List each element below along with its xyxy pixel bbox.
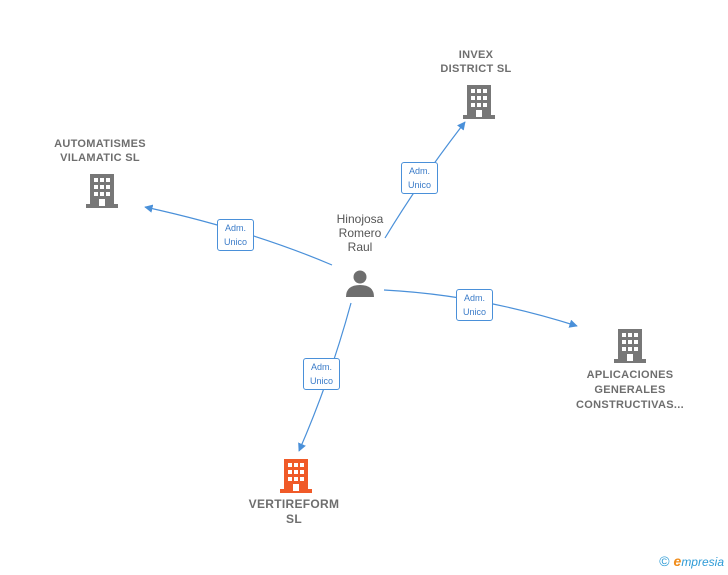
company-label-aplicaciones[interactable]: APLICACIONES GENERALES CONSTRUCTIVAS... — [565, 368, 695, 413]
company-label-vertireform[interactable]: VERTIREFORM SL — [234, 497, 354, 527]
company-name-line: SL — [286, 512, 302, 526]
relation-role-detail: Unico — [408, 180, 432, 190]
brand-footer[interactable]: ©empresia — [659, 553, 724, 569]
person-name-line: Hinojosa — [336, 212, 384, 226]
person-name[interactable]: Hinojosa Romero Raul — [320, 212, 400, 254]
person-icon[interactable] — [346, 270, 374, 298]
relation-role-detail: Unico — [224, 237, 248, 247]
building-icon-aplicaciones[interactable] — [614, 329, 646, 363]
copyright-icon: © — [659, 553, 670, 569]
building-icon-invex[interactable] — [463, 85, 495, 119]
company-name-line: INVEX — [458, 49, 494, 61]
building-icon-vertireform[interactable] — [280, 459, 312, 493]
company-name-line: GENERALES — [594, 384, 666, 396]
company-name-line: VERTIREFORM — [248, 497, 340, 511]
company-name-line: AUTOMATISMES — [54, 138, 146, 150]
brand-logo-initial: e — [673, 553, 682, 569]
company-name-line: DISTRICT SL — [440, 63, 512, 75]
relation-role: Adm. — [464, 293, 486, 303]
company-name-line: APLICACIONES — [586, 369, 674, 381]
relation-role-detail: Unico — [310, 376, 334, 386]
relation-badge-aplicaciones[interactable]: Adm. Unico — [456, 289, 494, 321]
relation-role-detail: Unico — [463, 307, 487, 317]
relation-badge-vertireform[interactable]: Adm. Unico — [303, 358, 341, 390]
brand-logo-text: mpresia — [681, 555, 724, 569]
company-label-invex[interactable]: INVEX DISTRICT SL — [416, 48, 536, 76]
relation-badge-invex[interactable]: Adm. Unico — [401, 162, 439, 194]
relation-role: Adm. — [225, 223, 247, 233]
building-icon-automatismes[interactable] — [86, 174, 118, 208]
relation-badge-automatismes[interactable]: Adm. Unico — [217, 219, 255, 251]
relation-role: Adm. — [409, 166, 431, 176]
company-name-line: VILAMATIC SL — [60, 152, 140, 164]
company-name-line: CONSTRUCTIVAS... — [576, 399, 684, 411]
person-name-line: Romero — [338, 226, 382, 240]
person-name-line: Raul — [347, 240, 373, 254]
relation-role: Adm. — [311, 362, 333, 372]
company-label-automatismes[interactable]: AUTOMATISMES VILAMATIC SL — [40, 137, 160, 165]
